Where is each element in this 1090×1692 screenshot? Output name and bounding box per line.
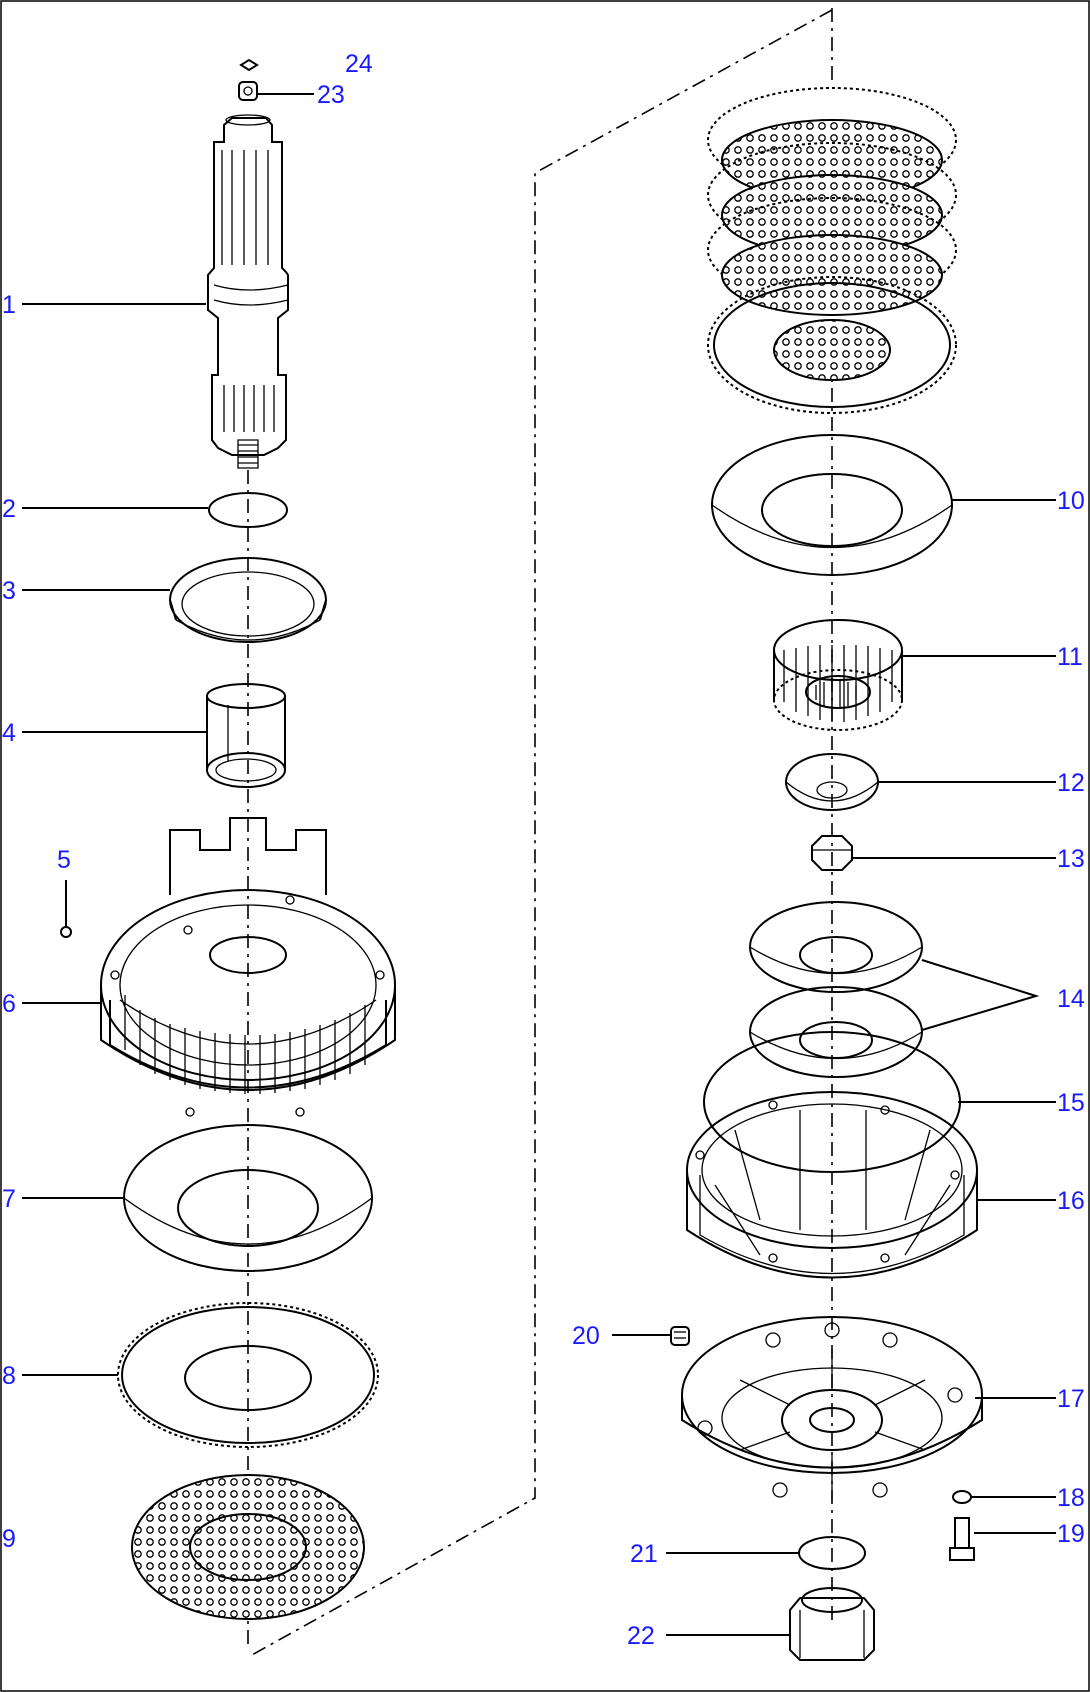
part-3-seal bbox=[169, 557, 327, 643]
callout-3: 3 bbox=[2, 577, 16, 605]
callout-12: 12 bbox=[1057, 769, 1085, 797]
callout-13: 13 bbox=[1057, 845, 1085, 873]
part-18-washer bbox=[952, 1490, 972, 1504]
part-14-thrust-washers bbox=[749, 901, 923, 1078]
part-4-bushing bbox=[206, 683, 286, 788]
part-1-shaft bbox=[207, 114, 289, 469]
callout-20: 20 bbox=[572, 1322, 600, 1350]
callout-15: 15 bbox=[1057, 1089, 1085, 1117]
callout-4: 4 bbox=[2, 719, 16, 747]
part-20-plug bbox=[670, 1326, 690, 1346]
part-13-nut bbox=[811, 835, 853, 871]
part-9-friction-disc bbox=[131, 1474, 365, 1620]
callout-6: 6 bbox=[2, 990, 16, 1018]
part-10-plate bbox=[711, 434, 953, 576]
callout-16: 16 bbox=[1057, 1187, 1085, 1215]
part-24-small-cap bbox=[239, 58, 259, 72]
part-6-ring-gear-housing bbox=[100, 817, 396, 1117]
callout-22: 22 bbox=[627, 1622, 655, 1650]
part-16-carrier-cage bbox=[686, 1091, 978, 1279]
callout-10: 10 bbox=[1057, 487, 1085, 515]
callout-14: 14 bbox=[1057, 985, 1085, 1013]
part-23-nut bbox=[238, 81, 258, 101]
part-11-gear bbox=[773, 619, 903, 731]
part-19-bolt bbox=[949, 1517, 975, 1561]
callout-8: 8 bbox=[2, 1362, 16, 1390]
callout-7: 7 bbox=[2, 1185, 16, 1213]
callout-17: 17 bbox=[1057, 1385, 1085, 1413]
leader-lines bbox=[22, 93, 1056, 1636]
callout-9: 9 bbox=[2, 1525, 16, 1553]
callout-18: 18 bbox=[1057, 1484, 1085, 1512]
part-12-washer bbox=[785, 753, 879, 811]
part-17-cover bbox=[681, 1316, 983, 1500]
callout-21: 21 bbox=[630, 1540, 658, 1568]
callout-1: 1 bbox=[2, 291, 16, 319]
callout-23: 23 bbox=[317, 81, 345, 109]
callout-labels: 1 2 3 4 5 6 7 8 9 10 11 12 13 14 15 16 1… bbox=[2, 50, 1085, 1650]
callout-11: 11 bbox=[1057, 643, 1083, 671]
part-8-separator-disc bbox=[117, 1302, 379, 1448]
callout-24: 24 bbox=[345, 50, 373, 78]
callout-5: 5 bbox=[57, 846, 71, 874]
callout-2: 2 bbox=[2, 495, 16, 523]
disc-stack bbox=[707, 87, 957, 414]
part-5-bolt bbox=[60, 926, 72, 938]
callout-19: 19 bbox=[1057, 1520, 1085, 1548]
part-2-o-ring bbox=[208, 492, 288, 528]
part-22-drain-plug bbox=[789, 1587, 875, 1661]
